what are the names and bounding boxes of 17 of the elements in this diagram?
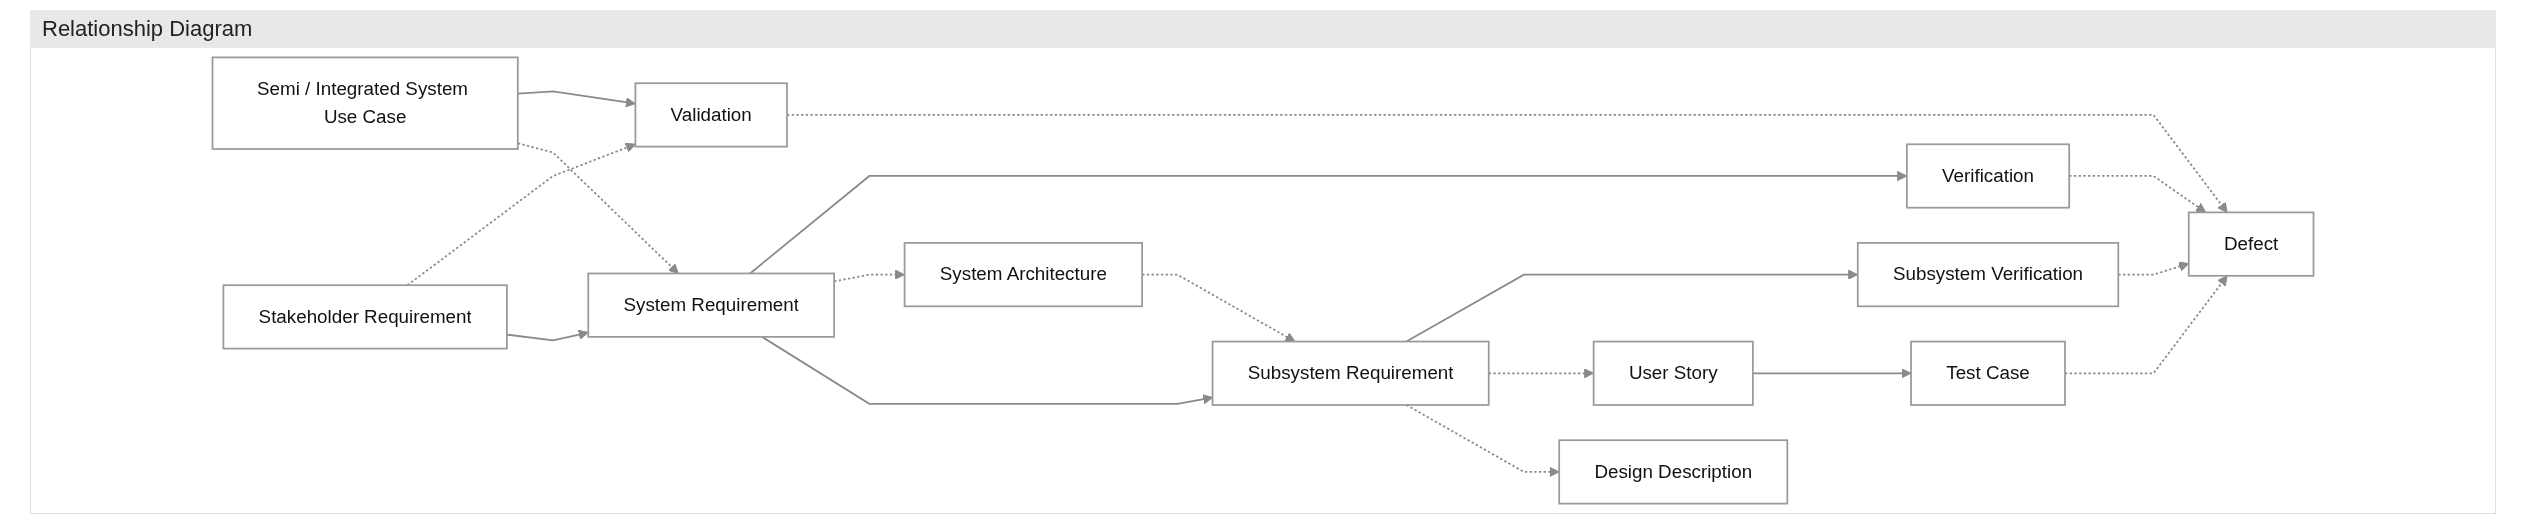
- node-box: Stakeholder Requirement: [222, 284, 508, 350]
- node-box: Subsystem Verification: [1856, 242, 2120, 308]
- node-box: Defect: [2187, 211, 2315, 277]
- arrow: [506, 329, 589, 342]
- node-box: Validation: [634, 82, 788, 148]
- arrow: [786, 114, 2228, 213]
- node-box: System Requirement: [587, 272, 835, 338]
- node-box: System Architecture: [903, 242, 1143, 308]
- node-box: Subsystem Requirement: [1211, 340, 1490, 406]
- arrow: [406, 142, 636, 287]
- node-box: Verification: [1905, 143, 2071, 209]
- node-box: Semi / Integrated System Use Case: [211, 56, 519, 150]
- node-box: User Story: [1592, 340, 1754, 406]
- node-box: Design Description: [1558, 439, 1789, 505]
- panel-title: Relationship Diagram: [30, 10, 2496, 48]
- node-box: Test Case: [1910, 340, 2066, 406]
- arrow: [1405, 404, 1560, 478]
